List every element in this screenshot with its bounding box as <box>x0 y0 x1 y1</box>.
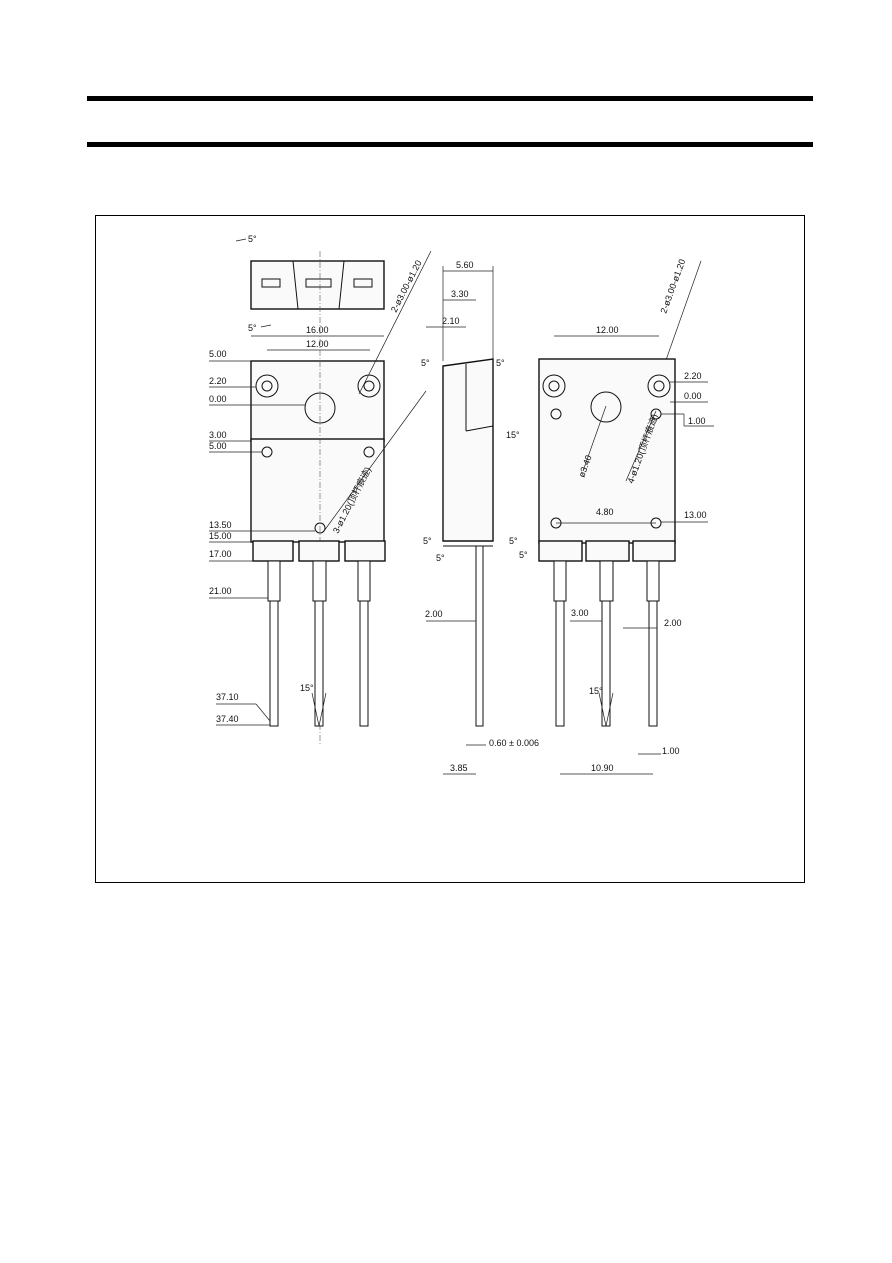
header-rule-bottom <box>87 142 813 147</box>
view2-angle-5: 5° <box>436 553 445 563</box>
view1-hole-right <box>357 374 381 398</box>
view3-label-13-00: 13.00 <box>684 510 707 520</box>
view2-body <box>442 358 494 542</box>
view2-angle-1: 5° <box>421 358 430 368</box>
view2-lead-thickness: 0.60 ± 0.006 <box>489 738 539 748</box>
view3-lead-span: 10.90 <box>591 763 614 773</box>
view1-front: 5° 5° 16.00 12.00 2-ø3.00-ø1.20 3-ø1.20(… <box>209 234 432 746</box>
view3-center-hole <box>590 391 622 423</box>
view1-body <box>250 438 385 543</box>
view3-hole-pitch: 12.00 <box>596 325 619 335</box>
view3-pin-spacing: 4.80 <box>596 507 614 517</box>
view1-label-21-00: 21.00 <box>209 586 232 596</box>
view1-lead-angle: 15° <box>300 683 314 693</box>
view3-lead-pitch: 3.00 <box>571 608 589 618</box>
view2-angle-3: 5° <box>423 536 432 546</box>
view1-label-2-20: 2.20 <box>209 376 227 386</box>
view3-body <box>538 358 676 544</box>
view1-label-37-40: 37.40 <box>216 714 239 724</box>
view1-angle-bottom: 5° <box>248 323 257 333</box>
drawing-frame: 5° 5° 16.00 12.00 2-ø3.00-ø1.20 3-ø1.20(… <box>95 215 805 883</box>
view3-label-1-00: 1.00 <box>688 416 706 426</box>
view2-thick-mid: 3.30 <box>451 289 469 299</box>
view1-tab <box>250 360 385 442</box>
view3-back: 12.00 2-ø3.00-ø1.20 ø3.40 4-ø1.20(顶杆痕迹) … <box>538 258 714 775</box>
view1-label-13-50: 13.50 <box>209 520 232 530</box>
view1-holes-callout: 2-ø3.00-ø1.20 <box>389 259 424 314</box>
view3-lead-width: 2.00 <box>664 618 682 628</box>
view1-hole-pitch: 12.00 <box>306 339 329 349</box>
view2-lead <box>475 545 484 727</box>
view3-lead-angle: 15° <box>589 686 603 696</box>
view3-hole-left <box>542 374 566 398</box>
view3-lead-tip: 1.00 <box>662 746 680 756</box>
view3-hole-right <box>647 374 671 398</box>
view1-label-37-10: 37.10 <box>216 692 239 702</box>
view3-label-2-20: 2.20 <box>684 371 702 381</box>
view1-label-3-00: 3.00 <box>209 430 227 440</box>
view3-label-0-00: 0.00 <box>684 391 702 401</box>
header-rule-top <box>87 96 813 101</box>
view1-vertical-labels: 5.00 2.20 0.00 3.00 5.00 13.50 15.00 17.… <box>209 349 315 726</box>
view2-angle-15: 15° <box>506 430 520 440</box>
view2-angle-6: 5° <box>519 550 528 560</box>
view1-width-overall: 16.00 <box>306 325 329 335</box>
view2-side: 5.60 3.30 2.10 5° 5° 15° 5° 5° 5° 5° 2.0… <box>421 260 539 775</box>
view2-lead-offset: 2.00 <box>425 609 443 619</box>
view1-label-17-00: 17.00 <box>209 549 232 559</box>
view2-thick-front: 2.10 <box>442 316 460 326</box>
view2-angle-4: 5° <box>509 536 518 546</box>
view1-top-profile <box>250 260 385 310</box>
view1-center-hole <box>304 392 336 424</box>
view1-angle-top: 5° <box>248 234 257 244</box>
view3-holes-callout: 2-ø3.00-ø1.20 <box>658 258 687 315</box>
view2-thick-total: 5.60 <box>456 260 474 270</box>
view1-label-5-00b: 5.00 <box>209 441 227 451</box>
view1-label-15-00: 15.00 <box>209 531 232 541</box>
view1-label-5-00: 5.00 <box>209 349 227 359</box>
view1-label-0-00: 0.00 <box>209 394 227 404</box>
view2-angle-2: 5° <box>496 358 505 368</box>
view2-bottom: 3.85 <box>450 763 468 773</box>
view1-hole-left <box>255 374 279 398</box>
package-outline-drawing: 5° 5° 16.00 12.00 2-ø3.00-ø1.20 3-ø1.20(… <box>209 234 714 775</box>
